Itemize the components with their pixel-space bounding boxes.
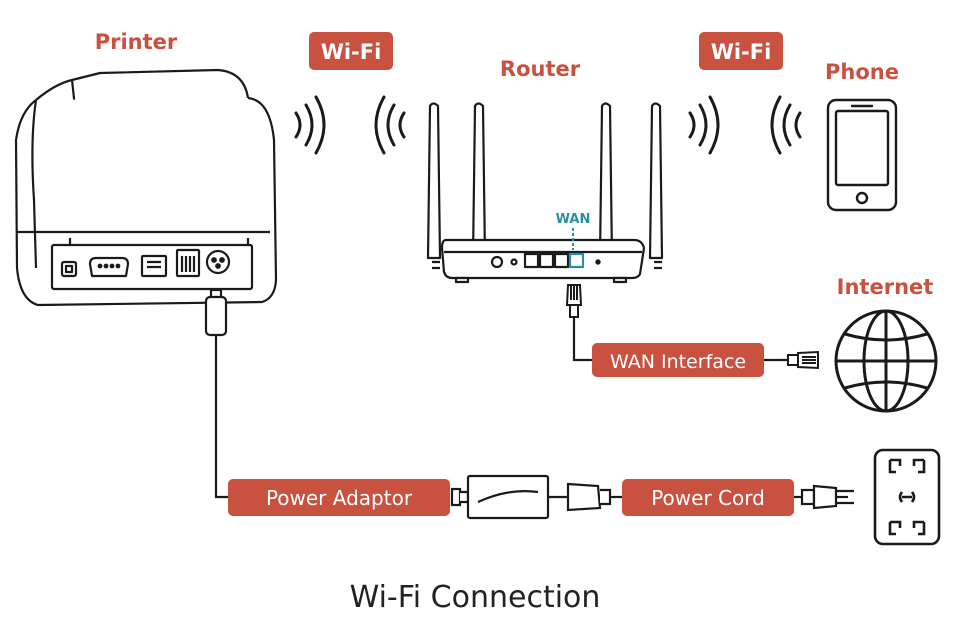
phone-label: Phone: [825, 60, 899, 84]
wan-cable: [572, 317, 592, 362]
wifi-wave-icon: [294, 95, 802, 155]
ethernet-plug-icon: [565, 284, 583, 318]
router-label: Router: [500, 57, 581, 81]
power-adaptor-label: Power Adaptor: [266, 486, 413, 510]
globe-icon: [834, 309, 938, 413]
power-cord-label: Power Cord: [651, 486, 765, 510]
power-adaptor-icon: [450, 474, 550, 520]
wan-interface-label: WAN Interface: [610, 351, 746, 373]
phone-icon: [826, 98, 898, 212]
wifi-right-label: Wi-Fi: [711, 40, 772, 64]
power-plug-icon: [800, 484, 854, 510]
power-adaptor-badge: Power Adaptor: [228, 479, 450, 516]
internet-label: Internet: [837, 275, 934, 299]
printer-power-cable: [214, 335, 228, 499]
printer-label: Printer: [95, 30, 178, 54]
diagram-caption: Wi-Fi Connection: [350, 580, 601, 615]
router-icon: [426, 102, 664, 284]
wifi-left-label: Wi-Fi: [321, 40, 382, 64]
printer-power-plug-icon: [204, 288, 228, 337]
wall-socket-icon: [873, 448, 941, 546]
wifi-right-badge: Wi-Fi: [699, 32, 783, 70]
power-cord-badge: Power Cord: [622, 479, 794, 516]
printer-icon: [14, 68, 278, 307]
iec-plug-icon: [566, 482, 612, 512]
wan-interface-badge: WAN Interface: [592, 343, 764, 377]
wifi-left-badge: Wi-Fi: [309, 32, 393, 70]
ethernet-plug-right-icon: [787, 350, 819, 370]
wan-port-label: WAN: [556, 212, 591, 227]
